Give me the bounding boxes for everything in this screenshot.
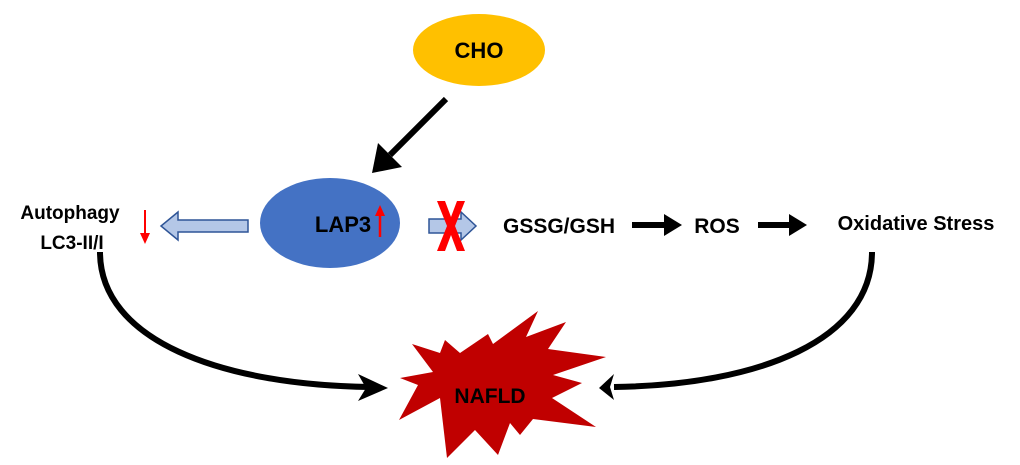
- cho-node: CHO: [413, 14, 545, 86]
- block-x-icon: [437, 201, 465, 251]
- nafld-node: NAFLD: [399, 311, 606, 458]
- gssg-gsh-label: GSSG/GSH: [503, 215, 615, 238]
- autophagy-label: Autophagy: [20, 203, 120, 224]
- cho-to-lap3-arrow: [372, 96, 449, 173]
- oxidative-to-nafld-arrow: [599, 251, 875, 400]
- gssg-to-ros-arrow: [632, 214, 682, 236]
- cho-label: CHO: [455, 38, 504, 63]
- ros-label: ROS: [694, 215, 740, 238]
- lc3-label: LC3-II/I: [40, 233, 103, 254]
- lap3-ellipse: [260, 178, 400, 268]
- autophagy-node: Autophagy LC3-II/I: [20, 203, 150, 254]
- lap3-to-gssg-blocked-arrow: [428, 201, 478, 251]
- lap3-up-arrow-icon: [375, 205, 385, 237]
- ros-to-oxidative-arrow: [758, 214, 807, 236]
- cho-ellipse: [413, 14, 545, 86]
- lap3-node: LAP3: [260, 178, 400, 268]
- nafld-starburst: [399, 311, 606, 458]
- oxidative-stress-label: Oxidative Stress: [838, 213, 995, 235]
- nafld-label: NAFLD: [454, 385, 525, 408]
- autophagy-down-arrow-icon: [140, 210, 150, 244]
- lap3-label: LAP3: [315, 212, 371, 237]
- autophagy-to-nafld-arrow: [97, 251, 388, 401]
- lap3-to-autophagy-arrow: [159, 210, 249, 242]
